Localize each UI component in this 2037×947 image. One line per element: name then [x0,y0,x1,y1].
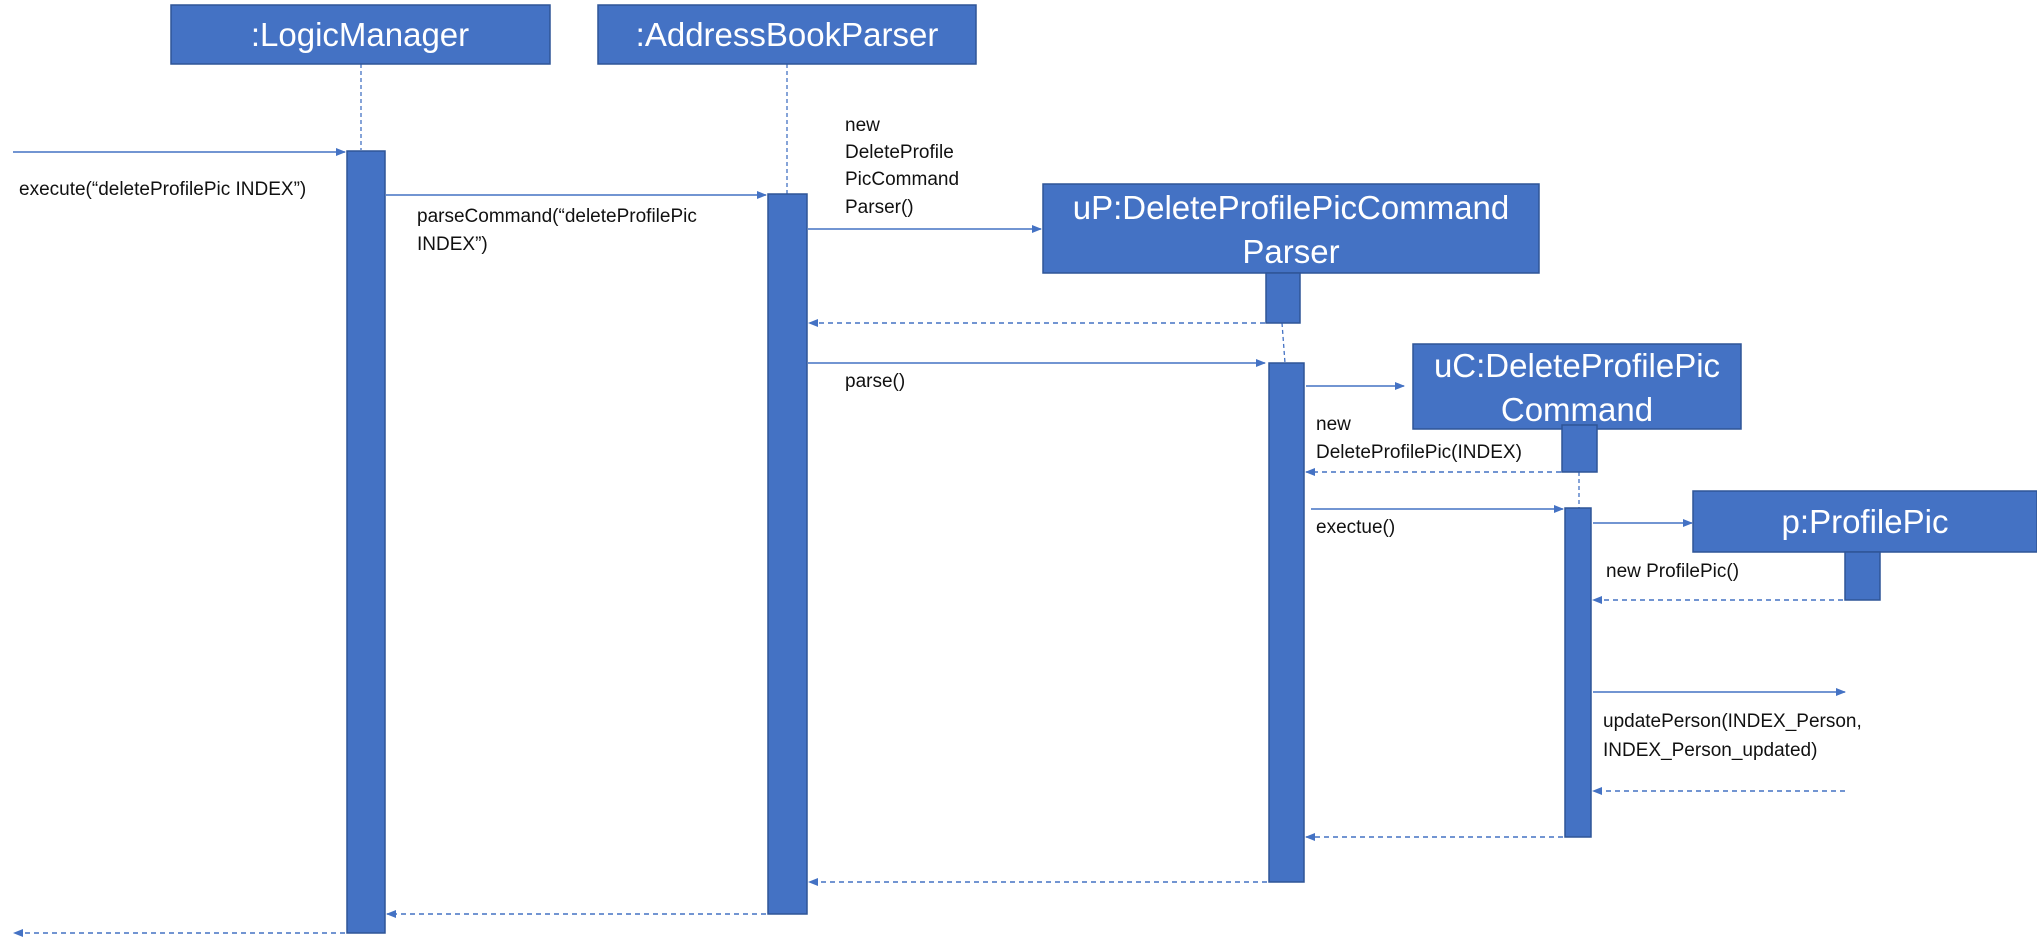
participant-address-book-parser-label: :AddressBookParser [636,16,939,53]
participant-command: uC:DeleteProfilePic Command [1412,343,1742,430]
activation-command-parser-parse [1268,362,1305,883]
participant-command-parser-label-line2: Parser [1242,233,1339,270]
message-parse-command-label-line2: INDEX”) [417,234,488,255]
participant-command-parser-label-line1: uP:DeleteProfilePicCommand [1073,189,1510,226]
message-execute-label: execute(“deleteProfilePic INDEX”) [19,179,306,200]
message-update-person-label-line1: updatePerson(INDEX_Person, [1603,711,1862,732]
participant-address-book-parser: :AddressBookParser [597,4,977,65]
message-new-parser-label-line1: new [845,115,880,136]
message-parse-command-label-line1: parseCommand(“deleteProfilePic [417,206,697,227]
participant-command-label-line1: uC:DeleteProfilePic [1434,347,1720,384]
lifeline-command-parser [1281,322,1286,364]
message-update-person-label-line2: INDEX_Person_updated) [1603,740,1817,761]
message-new-parser-label-line4: Parser() [845,197,914,218]
participant-command-label-line2: Command [1501,391,1653,428]
message-new-parser-label-line2: DeleteProfile [845,142,954,163]
activation-command-parser-create [1265,272,1301,324]
message-new-parser-label-line3: PicCommand [845,169,959,190]
participant-logic-manager: :LogicManager [170,4,551,65]
activation-logic-manager [346,150,386,934]
activation-profile-pic-create [1844,551,1881,601]
participant-profile-pic: p:ProfilePic [1692,490,2037,553]
participant-command-parser: uP:DeleteProfilePicCommand Parser [1042,183,1540,274]
message-execute-command-label: exectue() [1316,517,1395,538]
message-new-command-label-line1: new [1316,414,1351,435]
message-parse-label: parse() [845,371,905,392]
activation-command-execute [1564,507,1592,838]
activation-address-book-parser [767,193,808,915]
activation-command-create [1561,424,1598,473]
message-new-profile-pic-label: new ProfilePic() [1606,561,1739,582]
message-new-command-label-line2: DeleteProfilePic(INDEX) [1316,442,1522,463]
participant-profile-pic-label: p:ProfilePic [1782,503,1949,540]
participant-logic-manager-label: :LogicManager [251,16,469,53]
